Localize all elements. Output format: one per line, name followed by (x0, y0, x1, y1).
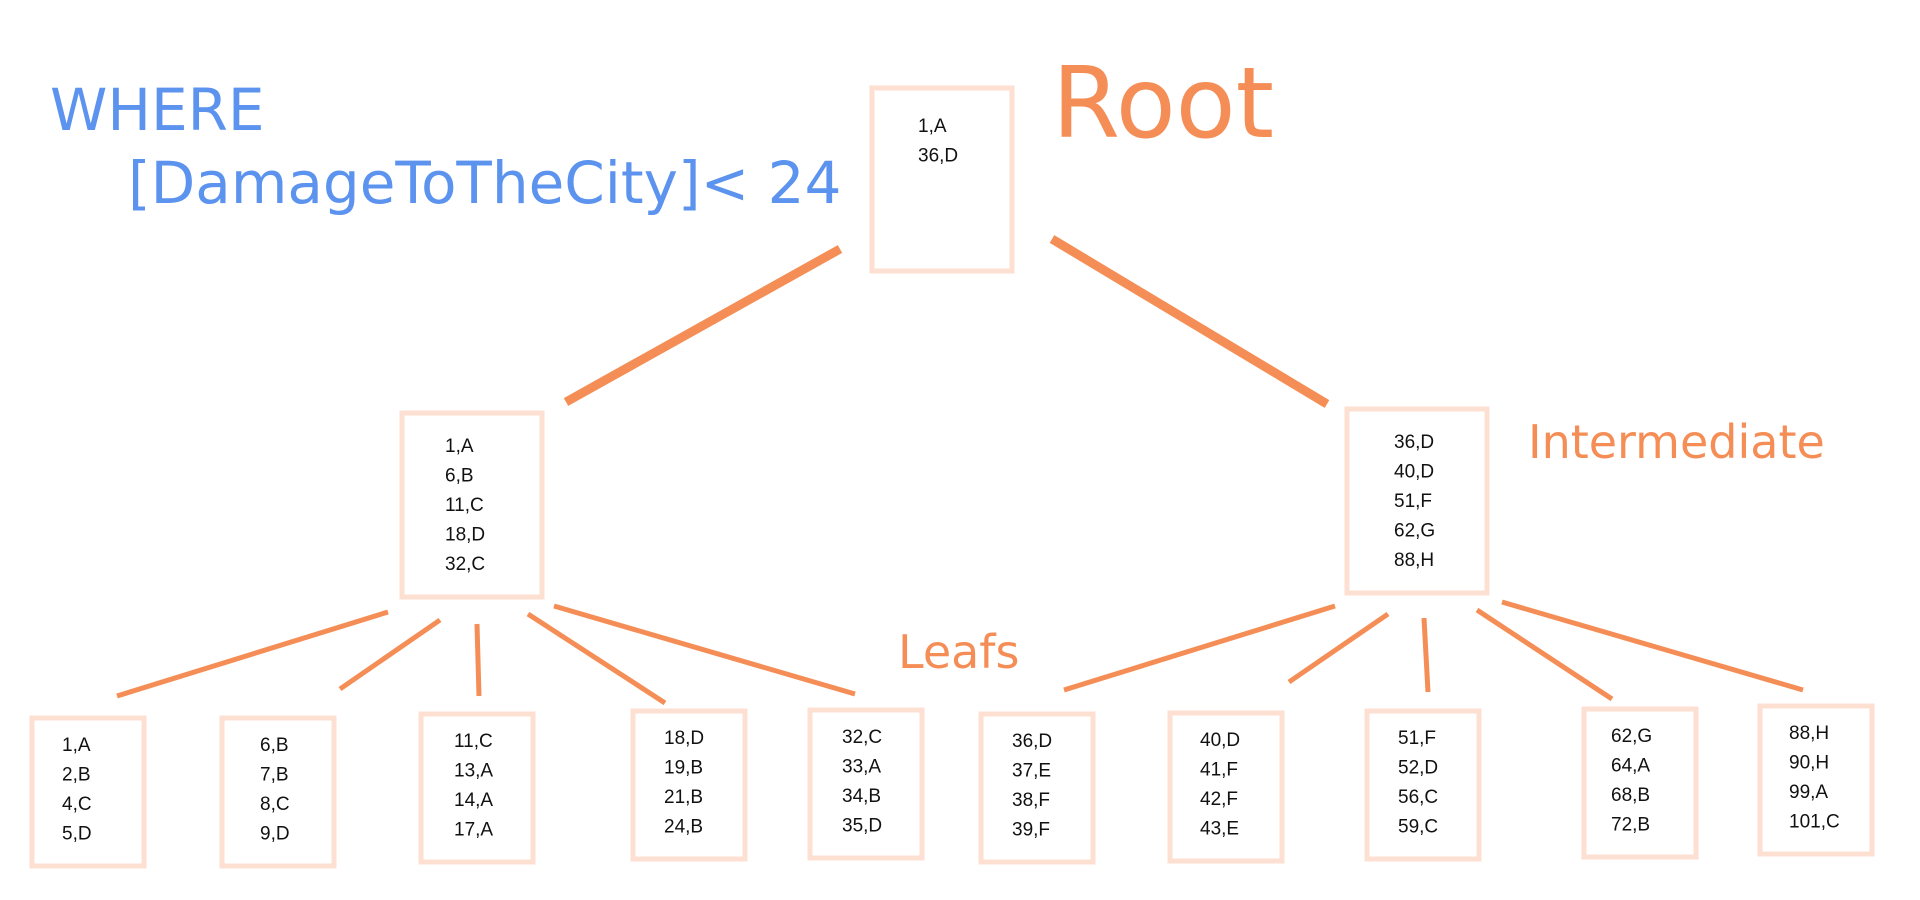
node-entry: 24,B (664, 817, 703, 838)
node-entry: 101,C (1789, 812, 1840, 833)
node-entry: 64,A (1611, 756, 1650, 777)
node-entry: 36,D (1012, 731, 1052, 752)
node-entry: 40,D (1394, 462, 1434, 483)
node-box (630, 708, 748, 862)
node-entry: 59,C (1398, 817, 1438, 838)
node-entry: 72,B (1611, 815, 1650, 836)
tree-edge (338, 617, 442, 692)
node-entry: 39,F (1012, 820, 1050, 841)
node-entry: 19,B (664, 758, 703, 779)
tree-edge (553, 603, 856, 697)
node-entry: 14,A (454, 790, 493, 811)
node-entry: 56,C (1398, 787, 1438, 808)
node-entry: 33,A (842, 757, 881, 778)
node-entry: 18,D (445, 525, 485, 546)
query-condition: [DamageToTheCity]< 24 (128, 149, 841, 217)
node-box (1167, 710, 1285, 864)
leaf-node: 32,C 33,A 34,B 35,D (807, 707, 925, 861)
node-box (399, 410, 545, 600)
tree-nodes: 1,A 36,D 1,A 6,B 11,C 18,D 32,C 36,D 40,D 51,F 62,… (29, 85, 1875, 869)
node-entry: 38,F (1012, 790, 1050, 811)
node-entry: 11,C (454, 731, 493, 752)
node-entry: 43,E (1200, 819, 1239, 840)
node-entry: 32,C (445, 554, 485, 575)
node-entry: 1,A (445, 436, 474, 457)
tree-edges (116, 235, 1804, 706)
tree-edge (1063, 603, 1336, 693)
leaf-node: 1,A 2,B 4,C 5,D (29, 715, 147, 869)
tree-edge (1475, 607, 1614, 702)
node-box (869, 85, 1015, 274)
node-entry: 1,A (62, 735, 91, 756)
node-entry: 68,B (1611, 785, 1650, 806)
leaf-node: 6,B 7,B 8,C 9,D (219, 715, 337, 869)
node-entry: 51,F (1394, 491, 1432, 512)
node-entry: 7,B (260, 765, 289, 786)
intermediate-node: 36,D 40,D 51,F 62,G 88,H (1344, 406, 1490, 596)
node-entry: 18,D (664, 728, 704, 749)
node-entry: 51,F (1398, 728, 1436, 749)
node-entry: 36,D (918, 146, 958, 167)
node-box (29, 715, 147, 869)
node-entry: 88,H (1789, 723, 1829, 744)
node-entry: 32,C (842, 727, 882, 748)
root-node: 1,A 36,D (869, 85, 1015, 274)
tree-edge (1501, 599, 1804, 693)
node-entry: 35,D (842, 816, 882, 837)
tree-edge (116, 609, 389, 699)
tree-edge (474, 623, 482, 697)
leaf-node: 51,F 52,D 56,C 59,C (1364, 708, 1482, 862)
leaf-node: 36,D 37,E 38,F 39,F (978, 711, 1096, 865)
node-entry: 90,H (1789, 753, 1829, 774)
leafs-label: Leafs (898, 625, 1019, 679)
node-entry: 6,B (445, 466, 474, 487)
node-entry: 21,B (664, 787, 703, 808)
node-entry: 8,C (260, 794, 290, 815)
node-box (1757, 703, 1875, 857)
node-entry: 52,D (1398, 758, 1438, 779)
node-entry: 41,F (1200, 760, 1238, 781)
node-entry: 2,B (62, 765, 91, 786)
node-box (418, 711, 536, 865)
node-entry: 13,A (454, 761, 493, 782)
intermediate-label: Intermediate (1528, 415, 1825, 469)
leaf-node: 40,D 41,F 42,F 43,E (1167, 710, 1285, 864)
node-entry: 9,D (260, 824, 290, 845)
tree-edge (563, 245, 843, 406)
node-entry: 62,G (1394, 521, 1435, 542)
node-entry: 42,F (1200, 789, 1238, 810)
node-entry: 4,C (62, 794, 92, 815)
node-box (219, 715, 337, 869)
leaf-node: 11,C 13,A 14,A 17,A (418, 711, 536, 865)
node-entry: 11,C (445, 495, 484, 516)
node-entry: 62,G (1611, 726, 1652, 747)
tree-edge (1287, 611, 1390, 685)
root-label: Root (1052, 47, 1274, 161)
intermediate-node: 1,A 6,B 11,C 18,D 32,C (399, 410, 545, 600)
node-box (978, 711, 1096, 865)
node-entry: 36,D (1394, 432, 1434, 453)
query-where-keyword: WHERE (50, 76, 265, 144)
node-entry: 6,B (260, 735, 289, 756)
node-entry: 40,D (1200, 730, 1240, 751)
node-box (1364, 708, 1482, 862)
node-entry: 88,H (1394, 550, 1434, 571)
node-entry: 37,E (1012, 761, 1051, 782)
node-entry: 1,A (918, 116, 947, 137)
node-entry: 99,A (1789, 782, 1828, 803)
node-box (1581, 706, 1699, 860)
tree-edge (1049, 235, 1330, 408)
tree-edge (1421, 617, 1431, 693)
node-entry: 17,A (454, 820, 493, 841)
node-box (807, 707, 925, 861)
node-entry: 34,B (842, 786, 881, 807)
node-entry: 5,D (62, 824, 92, 845)
tree-edge (526, 611, 667, 706)
leaf-node: 18,D 19,B 21,B 24,B (630, 708, 748, 862)
node-box (1344, 406, 1490, 596)
leaf-node: 88,H 90,H 99,A 101,C (1757, 703, 1875, 857)
leaf-node: 62,G 64,A 68,B 72,B (1581, 706, 1699, 860)
